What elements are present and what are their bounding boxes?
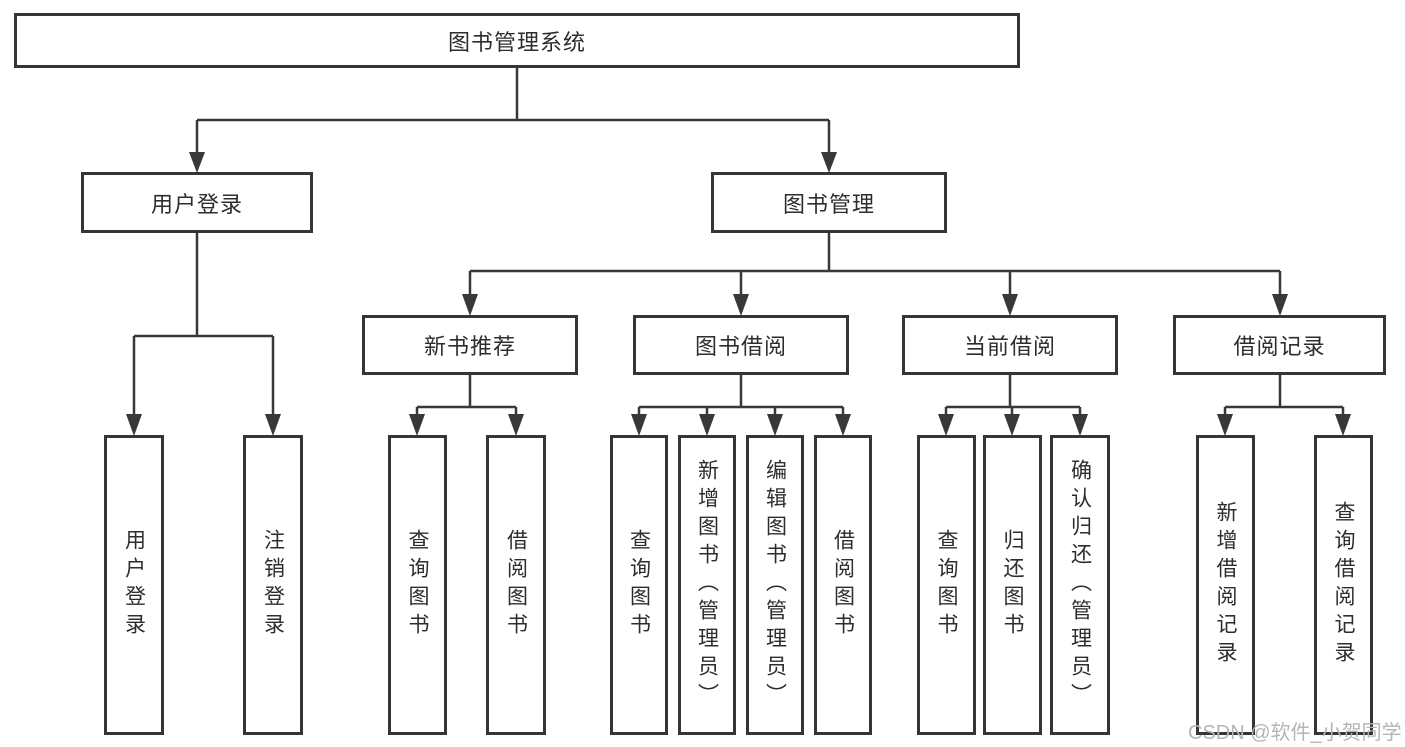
node-leaf-confirm-return-admin: 确认归还（管理员）	[1050, 435, 1110, 735]
node-leaf-query-borrow-record: 查询借阅记录	[1314, 435, 1373, 735]
node-leaf-borrow-books-2-label: 借阅图书	[831, 529, 855, 641]
node-leaf-return-books: 归还图书	[983, 435, 1042, 735]
node-leaf-borrow-books-1: 借阅图书	[486, 435, 546, 735]
connector-current-borrowing-to-leaves	[938, 375, 1088, 436]
node-leaf-user-login-label: 用户登录	[122, 529, 146, 641]
node-user-login: 用户登录	[81, 172, 313, 233]
node-root: 图书管理系统	[14, 13, 1020, 68]
node-leaf-user-login: 用户登录	[104, 435, 164, 735]
node-borrowing-records: 借阅记录	[1173, 315, 1386, 375]
node-leaf-query-books-1-label: 查询图书	[406, 529, 429, 641]
connector-root-to-level2	[189, 68, 837, 173]
node-borrowing-records-label: 借阅记录	[1233, 334, 1326, 359]
node-book-borrowing-label: 图书借阅	[694, 334, 787, 359]
node-book-management-label: 图书管理	[782, 191, 875, 217]
node-leaf-add-borrow-record-label: 新增借阅记录	[1214, 501, 1237, 669]
node-new-book-recommendation: 新书推荐	[362, 315, 578, 375]
node-leaf-borrow-books-1-label: 借阅图书	[504, 529, 528, 641]
node-book-management: 图书管理	[711, 172, 947, 233]
node-current-borrowing-label: 当前借阅	[963, 334, 1056, 359]
watermark-text: CSDN @软件_小贺同学	[1188, 722, 1402, 744]
node-leaf-return-books-label: 归还图书	[1001, 529, 1024, 641]
node-user-login-label: 用户登录	[150, 191, 243, 217]
node-leaf-query-borrow-record-label: 查询借阅记录	[1332, 501, 1355, 669]
node-current-borrowing: 当前借阅	[902, 315, 1118, 375]
node-leaf-confirm-return-admin-label: 确认归还（管理员）	[1068, 459, 1092, 711]
node-book-borrowing: 图书借阅	[633, 315, 849, 375]
node-leaf-add-books-admin: 新增图书（管理员）	[678, 435, 736, 735]
node-root-label: 图书管理系统	[447, 29, 586, 55]
node-leaf-logout-label: 注销登录	[261, 529, 285, 641]
node-leaf-query-books-2: 查询图书	[610, 435, 668, 735]
node-leaf-query-books-1: 查询图书	[388, 435, 447, 735]
node-leaf-edit-books-admin-label: 编辑图书（管理员）	[763, 459, 787, 711]
node-leaf-edit-books-admin: 编辑图书（管理员）	[746, 435, 804, 735]
node-leaf-query-books-3-label: 查询图书	[935, 529, 958, 641]
node-leaf-query-books-2-label: 查询图书	[627, 529, 651, 641]
connector-new-book-recommendation-to-leaves	[409, 375, 524, 436]
connector-user-login-to-leaves	[126, 233, 281, 436]
connector-borrowing-records-to-leaves	[1217, 375, 1351, 436]
node-leaf-logout: 注销登录	[243, 435, 303, 735]
connector-book-borrowing-to-leaves	[631, 375, 851, 436]
node-new-book-recommendation-label: 新书推荐	[423, 334, 516, 359]
node-leaf-add-borrow-record: 新增借阅记录	[1196, 435, 1255, 735]
node-leaf-query-books-3: 查询图书	[917, 435, 976, 735]
connector-book-management-to-level3	[462, 233, 1288, 316]
node-leaf-borrow-books-2: 借阅图书	[814, 435, 872, 735]
node-leaf-add-books-admin-label: 新增图书（管理员）	[695, 459, 719, 711]
